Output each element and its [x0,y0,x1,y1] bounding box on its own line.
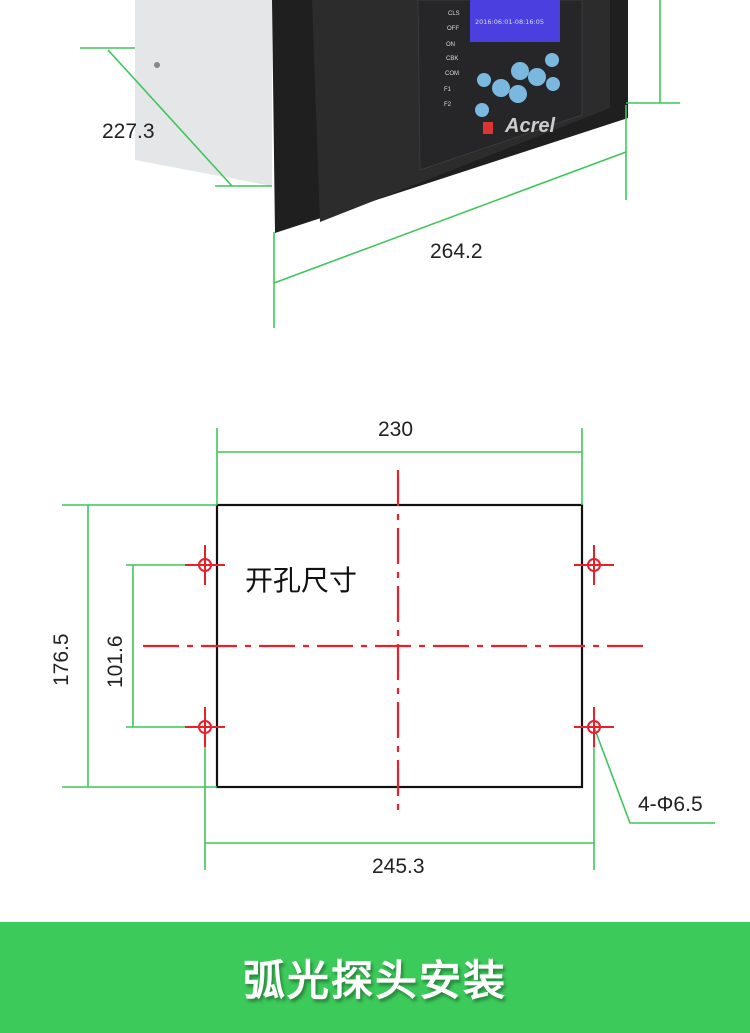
button-label: CLS [448,11,460,17]
button-label: CBK [446,56,458,62]
section-banner: 弧光探头安装 [0,922,750,1033]
device-image: 2016:06:01-08:16:05 CLS OFF ON CBK COM F… [135,0,628,233]
button-label: F2 [444,102,452,108]
cutout-dimension-lines [62,428,715,870]
width-dimension: 264.2 [430,240,483,263]
button-label: ON [446,42,455,48]
button-label: F1 [444,87,452,93]
button-label: COM [445,71,459,77]
screen-time: 2016:06:01-08:16:05 [475,18,544,26]
banner-title: 弧光探头安装 [242,956,507,1005]
keypad[interactable] [475,53,560,117]
brand-logo: Acrel [504,115,555,137]
mounting-holes [185,545,614,747]
hole-spec: 4-Φ6.5 [638,793,703,816]
lcd-screen [470,0,560,42]
cutout-title: 开孔尺寸 [245,564,357,597]
depth-dimension: 227.3 [102,120,155,143]
button-label: OFF [447,26,459,32]
cutout-height: 176.5 [50,633,73,686]
hole-vertical-spacing: 101.6 [104,635,127,688]
hole-horizontal-spacing: 245.3 [372,855,425,878]
cutout-width: 230 [378,418,413,441]
device-side-panel [135,0,272,186]
dimension-drawing: 2016:06:01-08:16:05 CLS OFF ON CBK COM F… [50,0,715,878]
